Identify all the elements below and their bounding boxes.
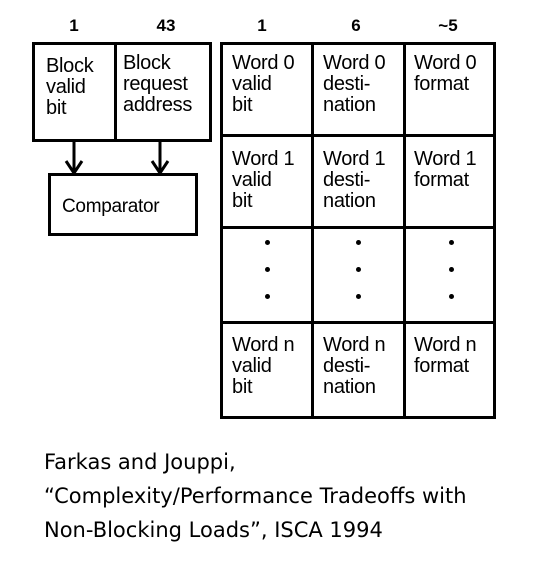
word-n-format-field: Word n format xyxy=(414,334,477,377)
bit-width-block-address: 43 xyxy=(156,16,176,35)
arrow-valid-to-comparator xyxy=(64,142,84,176)
word-0-destination-field: Word 0 desti- nation xyxy=(323,52,386,116)
block-valid-bit-field: Block valid bit xyxy=(46,55,94,119)
word-table-col-divider-1 xyxy=(311,42,314,419)
word-1-valid-bit-field: Word 1 valid bit xyxy=(232,148,295,212)
arrow-address-to-comparator xyxy=(150,142,170,176)
block-entry-divider xyxy=(114,42,117,142)
bit-width-word-destination: 6 xyxy=(351,16,361,35)
citation-line-3: Non-Blocking Loads”, ISCA 1994 xyxy=(44,518,383,542)
comparator-box xyxy=(48,173,198,236)
word-table-row-divider-1 xyxy=(220,134,496,137)
word-1-format-field: Word 1 format xyxy=(414,148,477,191)
bit-width-word-valid: 1 xyxy=(257,16,267,35)
comparator-label: Comparator xyxy=(62,196,160,217)
block-request-address-field: Block request address xyxy=(123,52,193,116)
citation-line-1: Farkas and Jouppi, xyxy=(44,450,236,474)
bit-width-block-valid: 1 xyxy=(69,16,79,35)
word-1-destination-field: Word 1 desti- nation xyxy=(323,148,386,212)
word-0-valid-bit-field: Word 0 valid bit xyxy=(232,52,295,116)
word-table-col-divider-2 xyxy=(403,42,406,419)
word-n-destination-field: Word n desti- nation xyxy=(323,334,386,398)
citation-line-2: “Complexity/Performance Tradeoffs with xyxy=(44,484,467,508)
ellipsis-valid-column xyxy=(265,240,271,310)
ellipsis-format-column xyxy=(449,240,455,310)
word-table xyxy=(220,42,496,419)
word-0-format-field: Word 0 format xyxy=(414,52,477,95)
word-table-row-divider-3 xyxy=(220,321,496,324)
block-entry-box xyxy=(32,42,212,142)
ellipsis-destination-column xyxy=(356,240,362,310)
bit-width-word-format: ~5 xyxy=(438,16,458,35)
word-table-row-divider-2 xyxy=(220,226,496,229)
word-n-valid-bit-field: Word n valid bit xyxy=(232,334,295,398)
